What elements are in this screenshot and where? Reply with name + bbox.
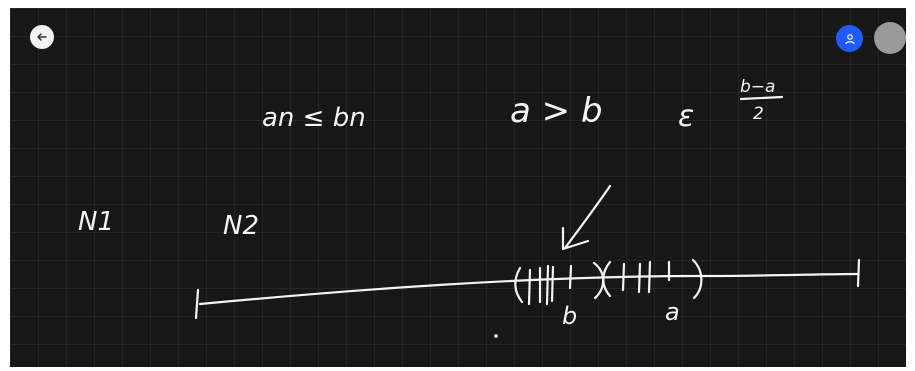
- participant-avatar-button[interactable]: [836, 25, 863, 52]
- handwritten-comparison: a > b: [510, 91, 603, 131]
- whiteboard-canvas[interactable]: an ≤ bn a > b ε b−a 2 N1 N2: [10, 8, 906, 367]
- handwritten-inequality: an ≤ bn: [262, 103, 366, 133]
- handwritten-fraction-denominator: 2: [753, 104, 764, 124]
- tick-6: [637, 262, 642, 294]
- handwritten-n2: N2: [223, 211, 259, 241]
- handwritten-fraction-numerator: b−a: [740, 77, 775, 97]
- tick-7: [647, 260, 652, 294]
- arrow-shaft: [563, 184, 612, 250]
- handwritten-point-a: a: [665, 298, 680, 326]
- number-line-right-end: [856, 258, 861, 288]
- handwritten-ink-layer: an ≤ bn a > b ε b−a 2 N1 N2: [78, 77, 861, 338]
- left-paren-b: [514, 266, 524, 304]
- user-icon: [844, 33, 855, 44]
- tick-b-center: [568, 264, 573, 290]
- fraction-bar: [739, 95, 784, 101]
- handwritten-n1: N1: [78, 207, 114, 237]
- handwritten-point-b: b: [562, 302, 577, 330]
- tick-1: [527, 268, 532, 306]
- tick-5: [621, 262, 626, 292]
- tick-3: [545, 264, 550, 306]
- right-paren-a: [691, 258, 703, 300]
- number-line-left-end: [194, 288, 200, 320]
- tick-4: [550, 265, 555, 303]
- arrow-head: [561, 226, 590, 251]
- number-line: [198, 272, 860, 306]
- canvas-grid: [10, 8, 906, 367]
- pen-cursor-dot: [494, 334, 498, 338]
- right-paren-b: [592, 261, 605, 300]
- left-paren-a: [602, 260, 612, 298]
- arrow-left-icon: [37, 33, 47, 41]
- handwritten-epsilon: ε: [678, 99, 694, 134]
- profile-avatar-button[interactable]: [874, 22, 906, 54]
- back-button[interactable]: [30, 25, 54, 49]
